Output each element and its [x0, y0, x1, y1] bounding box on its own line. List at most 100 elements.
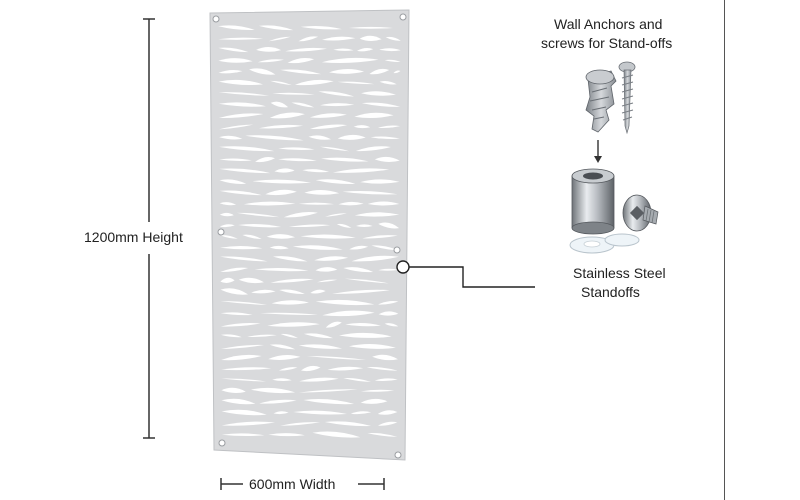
panel-cutout — [367, 201, 400, 206]
panel-cutout — [371, 245, 399, 251]
panel-cutout — [315, 299, 375, 306]
panel-cutout — [219, 135, 243, 140]
panel-cutout — [267, 322, 320, 327]
wall-anchor-icon — [585, 69, 617, 133]
panel-cutout — [272, 378, 292, 382]
panel-cutout — [366, 367, 398, 371]
panel-cutout — [256, 46, 282, 52]
panel-cutout — [321, 157, 369, 162]
panel-cutout — [218, 25, 255, 31]
panel-cutout — [271, 300, 309, 305]
panel-cutout — [336, 223, 352, 228]
panel-cutout — [255, 157, 275, 163]
panel-cutout — [218, 102, 266, 107]
panel-cutout — [280, 69, 322, 75]
panel-cutout — [379, 48, 401, 52]
panel-cutout — [300, 25, 342, 30]
panel-cutout — [298, 202, 334, 205]
panel-cutout — [220, 277, 235, 283]
panel-cutout — [327, 366, 364, 371]
panel-cutout — [220, 256, 268, 262]
panel-cutout — [251, 289, 276, 294]
panel-cutout — [312, 431, 361, 438]
panel-cutout — [291, 102, 315, 108]
panel-cutout — [218, 92, 270, 96]
panel-cutout — [269, 344, 296, 350]
panel-cutout — [221, 378, 267, 382]
panel-cutout — [250, 387, 296, 394]
panel-cutout — [338, 201, 364, 206]
panel-cutout — [361, 91, 396, 96]
panel-cutout — [219, 146, 275, 152]
panel-cutout — [219, 202, 237, 206]
panel-cutout — [353, 125, 371, 129]
panel-cutout — [393, 70, 401, 74]
panel-cutout — [219, 168, 271, 174]
panel-cutout — [221, 354, 262, 361]
panel-cutout — [219, 124, 254, 130]
panel-cutout — [329, 69, 365, 74]
panel-cutout — [343, 378, 371, 382]
panel-cutout — [342, 190, 398, 195]
panel-cutout — [249, 68, 276, 75]
panel-cutout — [359, 35, 382, 41]
panel-cutout — [309, 113, 347, 118]
panel-cutout — [306, 356, 366, 360]
panel-cutout — [278, 158, 317, 162]
panel-cutout — [243, 201, 296, 206]
panel-cutout — [298, 389, 358, 393]
panel-cutout — [354, 112, 394, 119]
panel-cutout — [242, 234, 262, 240]
panel-cutout — [370, 136, 400, 140]
panel-cutout — [310, 289, 326, 294]
panel-cutout — [218, 69, 243, 74]
panel-cutout — [218, 47, 249, 53]
panel-cutout — [348, 26, 393, 29]
panel-cutout — [268, 36, 291, 42]
panel-cutout — [378, 311, 399, 316]
panel-cutout — [337, 81, 375, 85]
panel-cutout — [344, 278, 389, 284]
panel-cutout — [259, 124, 304, 129]
panel-cutout — [315, 267, 338, 272]
panel-cutout — [285, 47, 327, 52]
panel-cutout — [378, 125, 400, 129]
panel-cutout — [355, 146, 391, 152]
panel-cutout — [320, 103, 355, 107]
panel-cutout — [292, 245, 343, 250]
panel-cutout — [221, 367, 272, 371]
panel-cutout — [273, 256, 308, 262]
panel-cutout — [361, 102, 401, 107]
panel-cutout — [270, 101, 289, 108]
screw-icon — [618, 61, 636, 135]
panel-cutout — [343, 267, 374, 273]
panel-cutout — [300, 234, 356, 239]
panel-cutout — [332, 168, 390, 173]
panel-cutout — [221, 398, 256, 405]
standoff-leader-line — [396, 260, 535, 288]
panel-cutouts — [218, 25, 401, 438]
panel-cutout — [321, 57, 379, 63]
panel-cutout — [369, 68, 390, 75]
panel-cutout — [269, 112, 305, 119]
right-divider-line — [724, 0, 725, 500]
panel-cutout — [367, 432, 398, 437]
washer-icon — [569, 233, 640, 254]
panel-cutout — [218, 58, 253, 63]
panel-cutout — [339, 332, 392, 338]
panel-cutout — [301, 365, 321, 372]
panel-cutout — [221, 433, 265, 436]
panel-cutout — [374, 156, 400, 162]
panel-cutout — [219, 179, 247, 184]
panel-cutout — [258, 25, 294, 31]
panel-cutout — [238, 224, 282, 228]
panel-cutout — [245, 135, 304, 141]
panel-cutout — [287, 58, 315, 64]
anchors-callout-line1: Wall Anchors and — [554, 16, 663, 32]
panel-cutout — [349, 344, 396, 349]
panel-cutout — [219, 212, 234, 217]
panel-cutout — [384, 323, 399, 327]
panel-cutout — [332, 289, 390, 294]
panel-cutout — [299, 377, 339, 382]
panel-cutout — [257, 59, 284, 63]
